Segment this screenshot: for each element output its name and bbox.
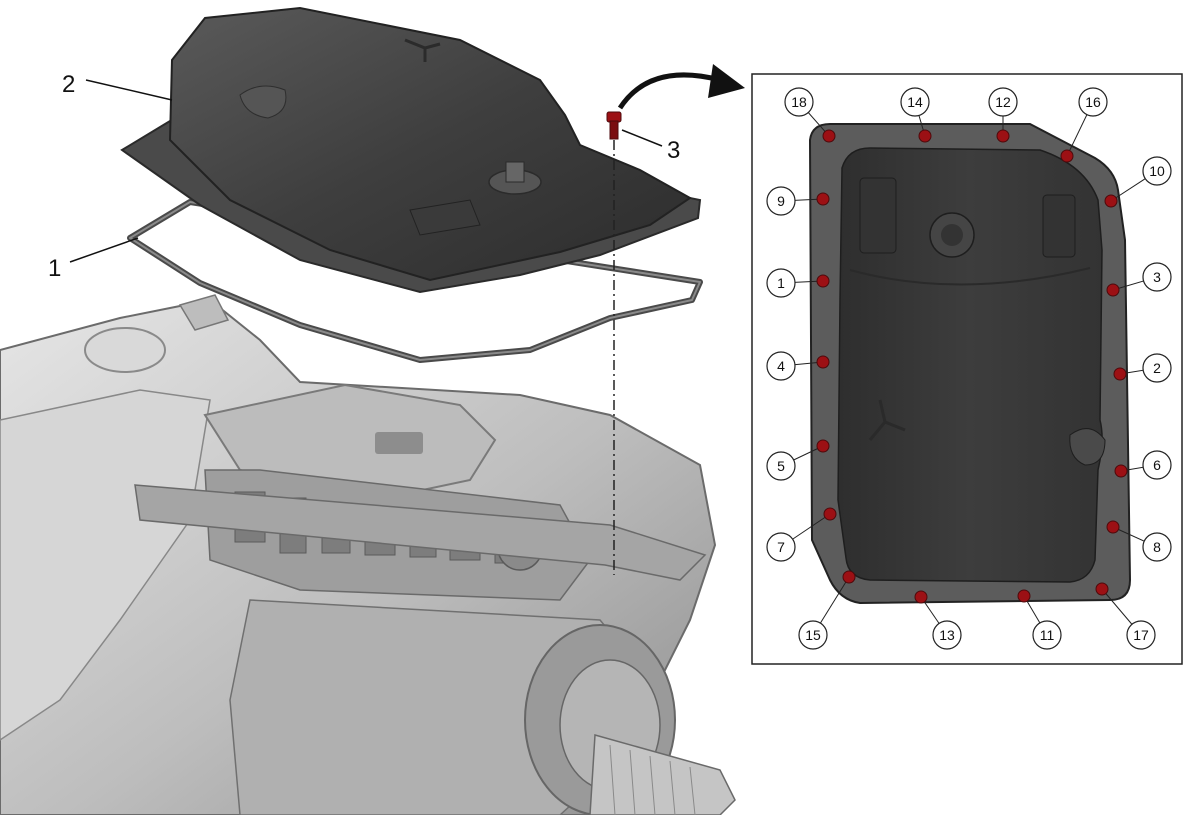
bolt-head-marker xyxy=(842,570,856,584)
sequence-bolt-12: 12 xyxy=(988,87,1018,143)
sequence-number-circle xyxy=(766,186,796,216)
bolt-head-marker xyxy=(816,355,830,369)
sequence-number: 14 xyxy=(907,94,923,110)
sequence-number: 3 xyxy=(1153,269,1161,285)
sequence-number: 1 xyxy=(777,275,785,291)
sequence-number: 10 xyxy=(1149,163,1165,179)
sequence-number: 16 xyxy=(1085,94,1101,110)
tightening-sequence-inset xyxy=(751,73,1183,665)
sequence-bolt-4: 4 xyxy=(766,351,830,381)
pan-bolt xyxy=(606,111,622,140)
sequence-bolt-15: 15 xyxy=(798,570,856,650)
curved-arrow-icon xyxy=(617,64,745,110)
bolt-head-marker xyxy=(1104,194,1118,208)
sequence-number: 9 xyxy=(777,193,785,209)
sequence-number: 6 xyxy=(1153,457,1161,473)
sequence-bolt-5: 5 xyxy=(766,439,830,481)
sequence-number: 18 xyxy=(791,94,807,110)
sequence-number-circle xyxy=(1142,262,1172,292)
sequence-bolt-9: 9 xyxy=(766,186,830,216)
sequence-bolt-8: 8 xyxy=(1106,520,1172,562)
sequence-number-circle xyxy=(766,451,796,481)
sequence-number-circle xyxy=(784,87,814,117)
sequence-bolt-2: 2 xyxy=(1113,353,1172,383)
sequence-number-circle xyxy=(988,87,1018,117)
sequence-bolt-13: 13 xyxy=(914,590,962,650)
sequence-number-circle xyxy=(932,620,962,650)
sequence-number-circle xyxy=(1126,620,1156,650)
sequence-number-circle xyxy=(1142,532,1172,562)
sequence-number-circle xyxy=(1032,620,1062,650)
sequence-number: 11 xyxy=(1040,627,1055,643)
sequence-number-circle xyxy=(1142,156,1172,186)
bolt-head-marker xyxy=(816,274,830,288)
sequence-number: 13 xyxy=(939,627,955,643)
sequence-bolt-3: 3 xyxy=(1106,262,1172,297)
sequence-bolt-1: 1 xyxy=(766,268,830,298)
bolt-head-marker xyxy=(1106,520,1120,534)
sequence-number: 12 xyxy=(995,94,1011,110)
sequence-bolt-18: 18 xyxy=(784,87,836,143)
sequence-number-circle xyxy=(766,351,796,381)
bolt-head-marker xyxy=(816,439,830,453)
sequence-number-circle xyxy=(1142,353,1172,383)
sequence-number-circle xyxy=(900,87,930,117)
sequence-number-circle xyxy=(1078,87,1108,117)
sequence-bolt-16: 16 xyxy=(1060,87,1108,163)
callout-gasket: 1 xyxy=(48,255,61,282)
sequence-bolt-10: 10 xyxy=(1104,156,1172,208)
bolt-head-marker xyxy=(1060,149,1074,163)
bolt-head-marker xyxy=(918,129,932,143)
sequence-number: 4 xyxy=(777,358,785,374)
sequence-bolt-17: 17 xyxy=(1095,582,1156,650)
sequence-bolt-7: 7 xyxy=(766,507,837,562)
sequence-number: 5 xyxy=(777,458,785,474)
bolt-head-marker xyxy=(823,507,837,521)
sequence-number: 7 xyxy=(777,539,785,555)
sequence-number: 8 xyxy=(1153,539,1161,555)
sequence-bolt-6: 6 xyxy=(1114,450,1172,480)
bolt-head-marker xyxy=(1114,464,1128,478)
sequence-bolt-11: 11 xyxy=(1017,589,1062,650)
sequence-number-circle xyxy=(766,268,796,298)
callout-oil-pan: 2 xyxy=(62,71,75,98)
sequence-number-circle xyxy=(766,532,796,562)
bolt-head-marker xyxy=(822,129,836,143)
bolt-head-marker xyxy=(1106,283,1120,297)
transmission-housing xyxy=(0,294,736,815)
bolt-head-marker xyxy=(914,590,928,604)
bolt-head-marker xyxy=(1095,582,1109,596)
sequence-bolt-14: 14 xyxy=(900,87,932,143)
bolt-head-marker xyxy=(996,129,1010,143)
callout-bolt: 3 xyxy=(667,137,680,164)
bolt-head-marker xyxy=(816,192,830,206)
bolt-head-marker xyxy=(1113,367,1127,381)
oil-pan xyxy=(120,6,702,294)
bolt-head-marker xyxy=(1017,589,1031,603)
sequence-number-circle xyxy=(798,620,828,650)
sequence-number: 2 xyxy=(1153,360,1161,376)
sequence-number: 15 xyxy=(805,627,821,643)
sequence-number-circle xyxy=(1142,450,1172,480)
sequence-number: 17 xyxy=(1133,627,1149,643)
